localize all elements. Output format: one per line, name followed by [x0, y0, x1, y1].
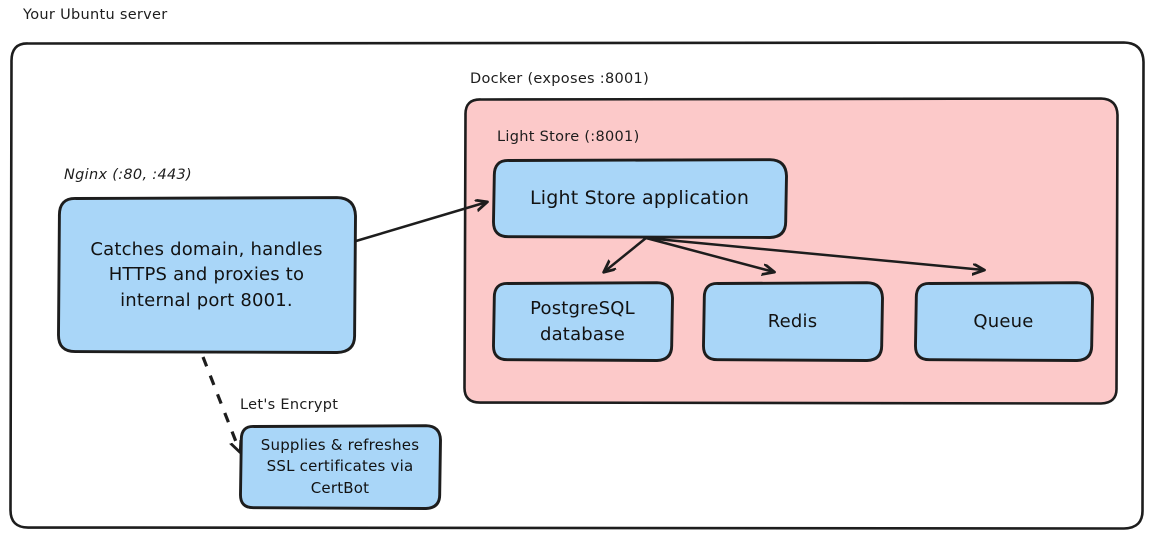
node-postgresql-database-shape[interactable] [492, 281, 674, 362]
edge-light-store-application-to-redis [644, 236, 774, 272]
edge-nginx-to-certbot [201, 356, 240, 452]
group-label-light-store: Light Store (:8001) [497, 129, 640, 145]
node-queue-shape[interactable] [914, 281, 1094, 362]
group-ubuntu-server-outline [9, 41, 1145, 530]
edge-nginx-to-light-store-application [354, 202, 487, 243]
edge-light-store-application-to-queue [644, 236, 984, 270]
node-light-store-application-shape[interactable] [492, 158, 788, 239]
node-certbot-shape[interactable] [239, 424, 442, 510]
group-label-nginx: Nginx (:80, :443) [64, 167, 192, 183]
group-label-lets-encrypt: Let's Encrypt [240, 397, 339, 413]
edge-light-store-application-to-postgresql [604, 236, 648, 272]
node-redis-shape[interactable] [702, 281, 884, 362]
node-nginx-shape[interactable] [57, 196, 357, 354]
group-label-ubuntu-server: Your Ubuntu server [23, 7, 168, 23]
group-label-docker: Docker (exposes :8001) [470, 71, 650, 87]
